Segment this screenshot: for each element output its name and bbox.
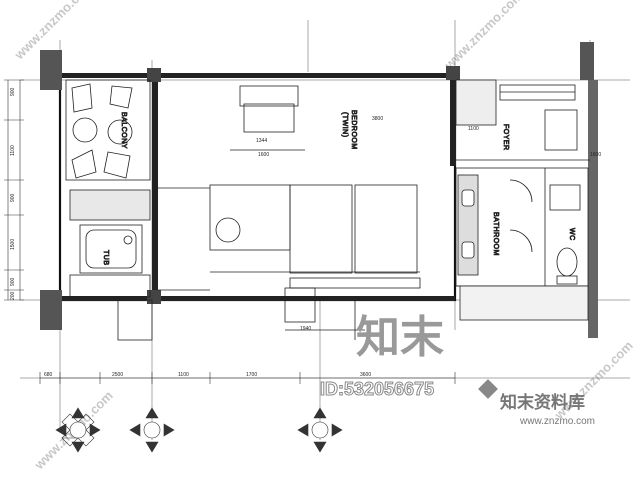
dimension-labels: 680 2500 1100 1700 3600 1344 1600 3800 1…	[10, 87, 601, 378]
wall-fills	[40, 42, 598, 338]
elevation-markers	[55, 407, 343, 453]
bottom-dimension-line	[39, 372, 456, 384]
bedroom-furniture: BEDROOM (TWIN)	[158, 85, 421, 340]
dim-interior-1: 1344	[256, 138, 267, 144]
elevation-marker-2	[129, 407, 175, 453]
dim-interior-3: 3800	[372, 116, 383, 122]
dim-left-1: 900	[10, 87, 16, 96]
dim-left-6: 200	[10, 291, 16, 300]
dim-bottom-2: 2500	[112, 372, 123, 378]
tub-area: TUB	[69, 189, 153, 341]
dim-interior-6: 1100	[468, 126, 479, 132]
watermark-url: www.znzmo.com	[519, 416, 595, 427]
dim-left-5: 900	[10, 277, 16, 286]
watermark-brand-cn: 知末资料库	[499, 392, 585, 413]
outer-walls	[58, 73, 457, 302]
left-dimension-ticks	[4, 79, 24, 301]
balcony-label: BALCONY	[120, 112, 127, 149]
watermark-logo: 知末	[356, 312, 444, 363]
dim-interior-4: 1940	[300, 326, 311, 332]
watermark: 知末 ID:532056675 知末资料库 www.znzmo.com	[320, 312, 596, 427]
watermark-brand-icon	[478, 379, 498, 399]
dim-left-4: 1500	[10, 239, 16, 250]
dim-interior-5: 1600	[590, 152, 601, 158]
diag-watermark-2: www.znzmo.com	[441, 0, 526, 73]
balcony-area: BALCONY	[65, 79, 151, 181]
dim-left-3: 900	[10, 193, 16, 202]
wc-label: WC	[568, 228, 575, 241]
dim-bottom-5: 3600	[360, 372, 371, 378]
dim-left-2: 1100	[10, 145, 16, 156]
elevation-marker-3	[297, 407, 343, 453]
bedroom-label: BEDROOM	[350, 110, 357, 150]
foyer-area: FOYER	[455, 79, 590, 161]
bathroom-label: BATHROOM	[492, 212, 499, 256]
watermark-id: ID:532056675	[320, 379, 434, 399]
bathroom-area: BATHROOM WC	[455, 167, 589, 321]
bedroom-sub-label: (TWIN)	[341, 112, 348, 138]
elevation-marker-1	[55, 407, 101, 453]
dim-interior-2: 1600	[258, 152, 269, 158]
dim-bottom-4: 1700	[246, 372, 257, 378]
tub-label: TUB	[102, 250, 109, 266]
foyer-label: FOYER	[502, 124, 509, 151]
dim-bottom-3: 1100	[178, 372, 189, 378]
dim-bottom-1: 680	[44, 372, 53, 378]
